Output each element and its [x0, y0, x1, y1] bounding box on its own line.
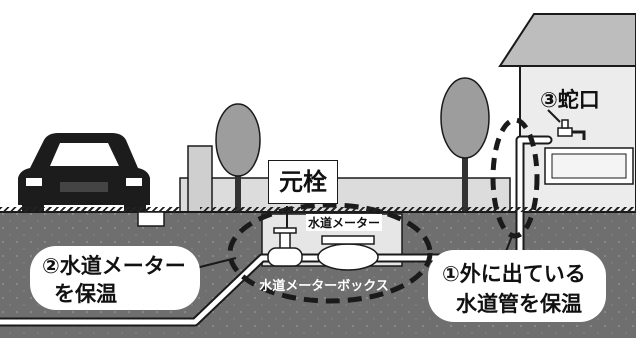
- water-pipe: [0, 135, 553, 327]
- insulate-meter-line1: ②水道メーター: [42, 254, 186, 278]
- valve-icon: [267, 227, 303, 267]
- faucet-icon: [557, 119, 586, 140]
- meter-box-label: 水道メーターボックス: [259, 279, 389, 294]
- main-valve-label: 元栓: [268, 160, 338, 204]
- ground-hatch: [0, 207, 180, 212]
- insulate-meter-line2: を保温: [54, 282, 117, 306]
- water-meter-label: 水道メーター: [306, 214, 383, 231]
- meter-label-pointer: [195, 257, 237, 269]
- car-icon: [18, 133, 150, 212]
- meter-insulation-outline: [227, 202, 433, 304]
- ground-box: [137, 211, 165, 227]
- tree-icon: [215, 103, 261, 211]
- faucet-label: ③蛇口: [540, 88, 600, 112]
- insulate-pipe-line1: ①外に出ている: [442, 262, 586, 286]
- faucet-label-pointer: [547, 109, 561, 123]
- water-meter-icon: [317, 235, 379, 271]
- tree-icon: [440, 77, 490, 212]
- insulate-pipe-line2: 水道管を保温: [456, 292, 582, 316]
- pipe-insulation-outline: [490, 117, 540, 239]
- ground-hatch: [200, 207, 636, 212]
- insulate-pipe-callout: ①外に出ている 水道管を保温: [428, 250, 606, 322]
- insulate-meter-callout: ②水道メーター を保温: [30, 246, 200, 310]
